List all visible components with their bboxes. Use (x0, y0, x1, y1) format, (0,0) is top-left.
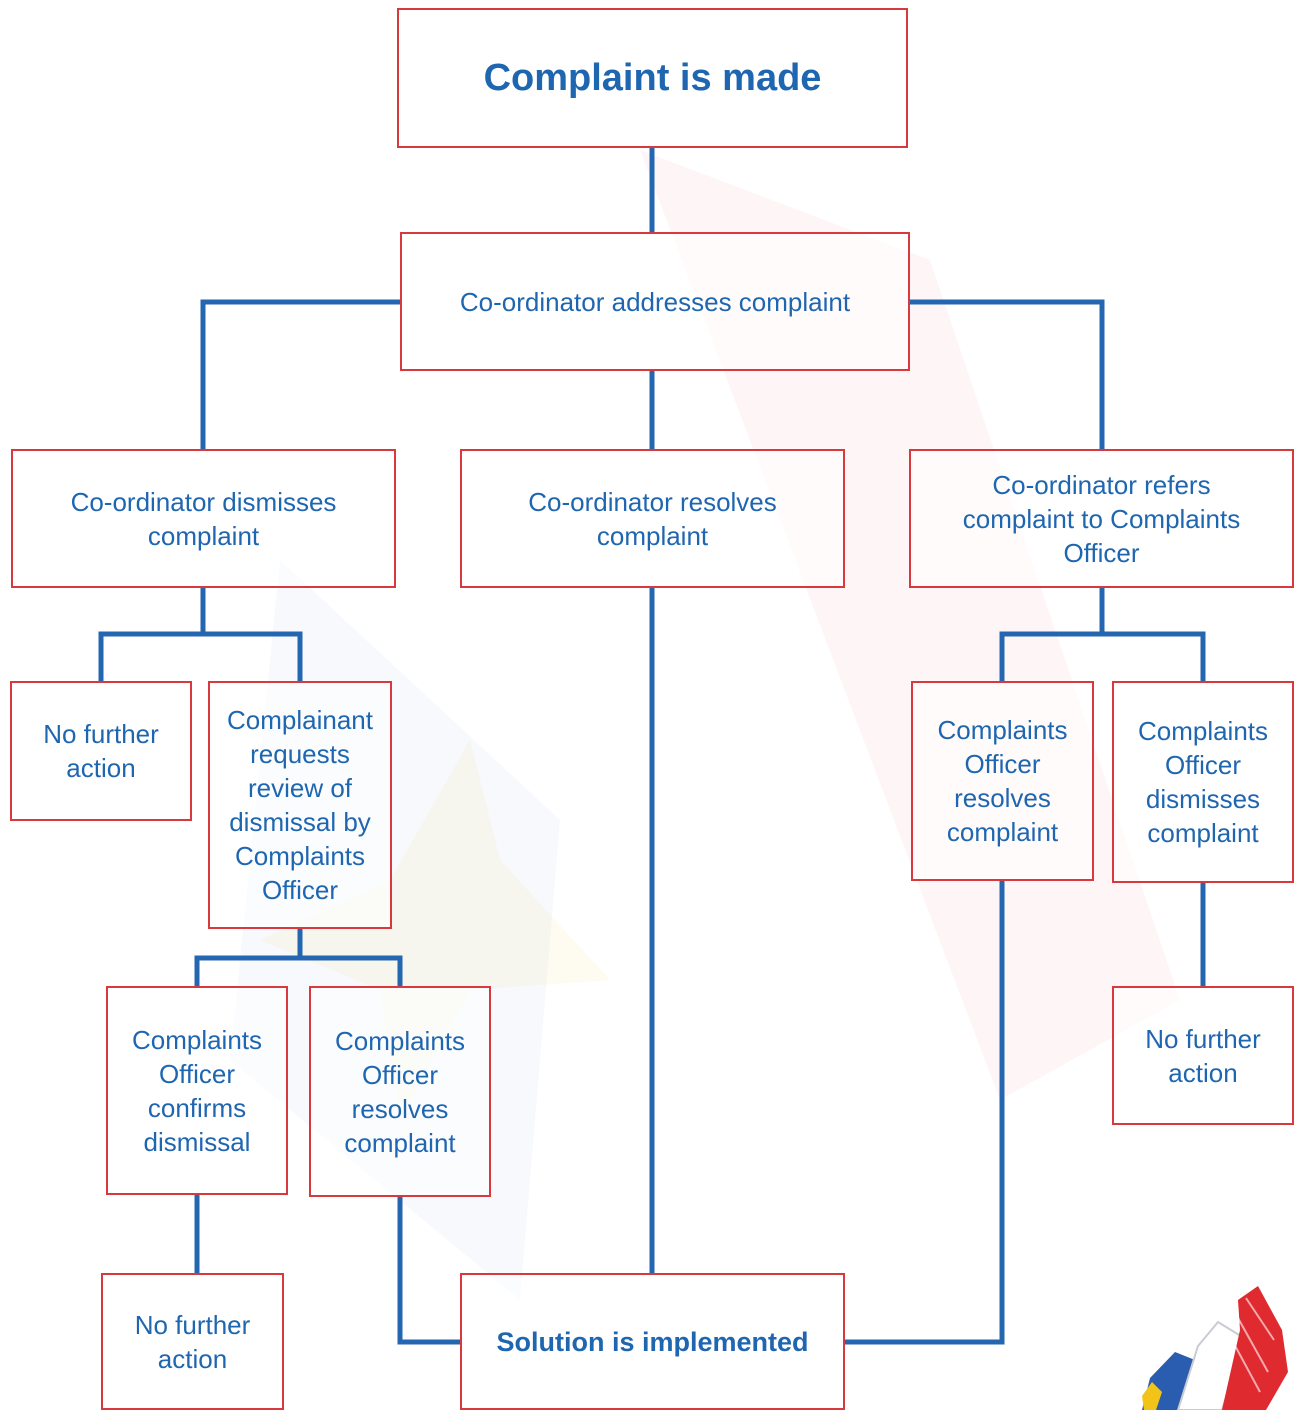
node-officer-dismisses-right: Complaints Officer dismisses complaint (1112, 681, 1294, 883)
node-solution-implemented: Solution is implemented (460, 1273, 845, 1410)
node-officer-resolves-right: Complaints Officer resolves complaint (911, 681, 1094, 881)
node-coordinator-refers: Co-ordinator refers complaint to Complai… (909, 449, 1294, 588)
logo-icon (1142, 1286, 1288, 1410)
node-no-further-action-bottom: No further action (101, 1273, 284, 1410)
node-officer-resolves-left: Complaints Officer resolves complaint (309, 986, 491, 1197)
connector-refers-branch (999, 588, 1206, 682)
node-complainant-requests-review: Complainant requests review of dismissal… (208, 681, 392, 929)
connector-review-branch (194, 928, 403, 987)
node-no-further-action-1: No further action (10, 681, 192, 821)
connector-resolves-right-to-solution (844, 880, 1005, 1345)
node-coordinator-addresses: Co-ordinator addresses complaint (400, 232, 910, 371)
connector-resolves-left-to-solution (397, 1196, 462, 1345)
node-officer-confirms-dismissal: Complaints Officer confirms dismissal (106, 986, 288, 1195)
node-coordinator-resolves: Co-ordinator resolves complaint (460, 449, 845, 588)
node-complaint-made: Complaint is made (397, 8, 908, 148)
connector-addresses-to-refers (910, 299, 1105, 450)
node-no-further-action-right: No further action (1112, 986, 1294, 1125)
node-coordinator-dismisses: Co-ordinator dismisses complaint (11, 449, 396, 588)
connector-dismisses-branch (98, 588, 303, 682)
connector-addresses-to-dismisses (200, 299, 400, 450)
